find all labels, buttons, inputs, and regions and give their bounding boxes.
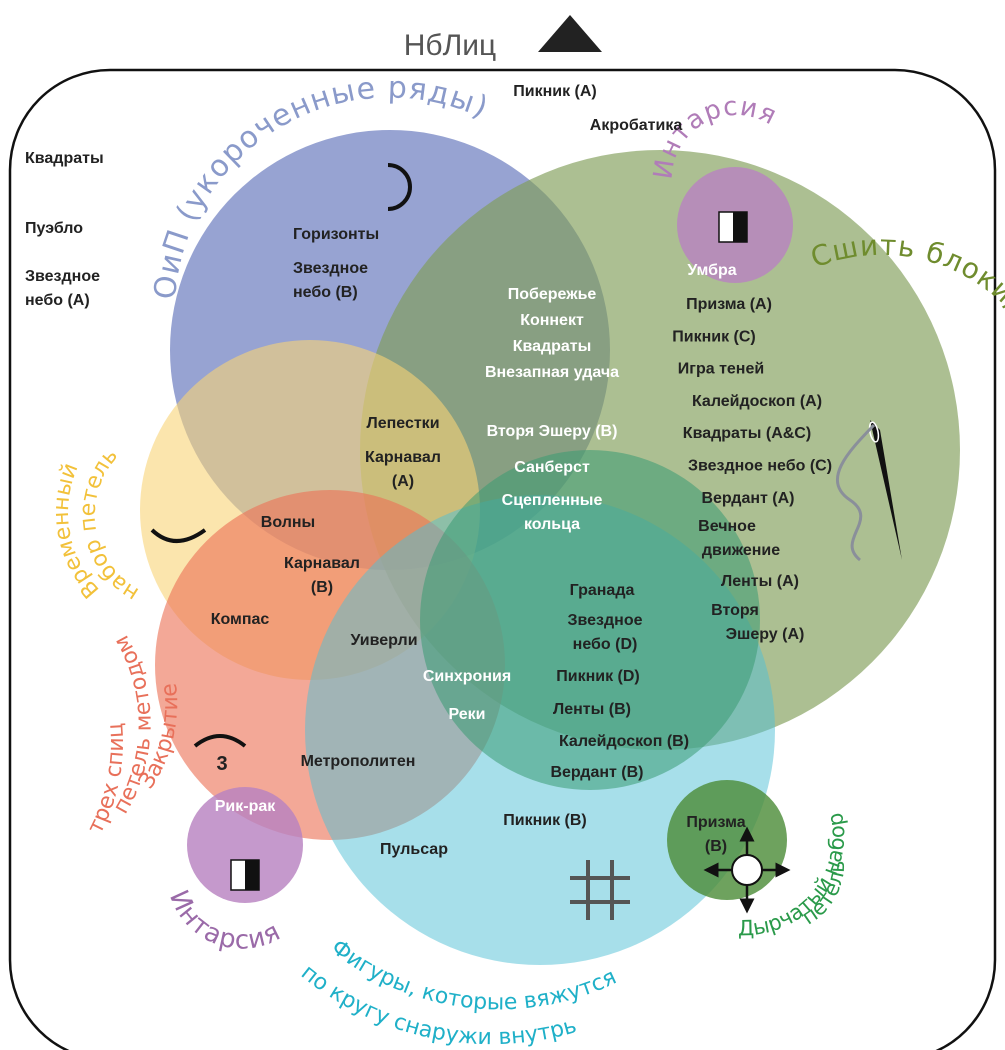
label-vtorya-a-1: Вторя <box>711 602 759 619</box>
label-rikrak: Рик-рак <box>215 798 277 815</box>
label-sanberst: Санберст <box>514 459 590 476</box>
green-list-item: Квадраты (A&C) <box>683 425 811 442</box>
label-verdant-b: Вердант (B) <box>550 764 643 781</box>
label-piknik-a: Пикник (A) <box>513 83 597 100</box>
label-lenty-a: Ленты (A) <box>721 573 799 590</box>
label-prizma-b-1: Призма <box>686 814 745 831</box>
label-karnaval-b-2: (B) <box>311 579 333 596</box>
label-metropoliten: Метрополитен <box>301 753 416 770</box>
label-kaleidoskop-b: Калейдоскоп (B) <box>559 733 689 750</box>
label-reki: Реки <box>448 706 485 723</box>
triangle-icon <box>538 15 602 52</box>
category-bindoff-3: трех спиц <box>83 722 129 838</box>
label-karnaval-a-2: (A) <box>392 473 414 490</box>
label-sceplennye-1: Сцепленные <box>502 492 603 509</box>
label-volny: Волны <box>261 514 315 531</box>
label-vechnoe-2: движение <box>702 542 780 559</box>
outer-frame <box>8 68 997 1050</box>
four-way-arrows-icon <box>703 826 791 914</box>
label-vtorya-a-2: Эшеру (A) <box>726 626 805 643</box>
label-karnaval-b-1: Карнавал <box>284 555 360 572</box>
green-item-list: Призма (A) Пикник (C) Игра тенейКалейдоско… <box>672 296 832 507</box>
label-konnekt: Коннект <box>520 312 584 329</box>
green-list-item: Калейдоскоп (A) <box>692 393 822 410</box>
label-karnaval-a-1: Карнавал <box>365 449 441 466</box>
green-list-item: Призма (A) <box>686 296 772 313</box>
label-sceplennye-2: кольца <box>524 516 580 533</box>
label-zvezdnoe-b-1: Звездное <box>293 260 368 277</box>
short-rows-arc-icon <box>387 163 412 211</box>
svg-text:3: 3 <box>216 753 227 775</box>
label-poberezhe: Побережье <box>508 286 597 303</box>
three-needle-bindoff-icon: 3 <box>193 734 247 775</box>
category-provisional-2: набор петель <box>76 444 144 607</box>
label-sinhroniya: Синхрония <box>423 668 511 685</box>
intarsia-square-icon <box>230 859 260 891</box>
label-lepestki: Лепестки <box>366 415 439 432</box>
label-uiverli: Уиверли <box>350 632 417 649</box>
label-vechnoe-1: Вечное <box>698 518 756 535</box>
label-lenty-b: Ленты (B) <box>553 701 631 718</box>
green-list-item: Звездное небо (C) <box>688 458 832 475</box>
label-kvadraty-outside: Квадраты <box>25 150 104 167</box>
inner-green-circle <box>420 450 760 790</box>
label-horizonty: Горизонты <box>293 226 379 243</box>
label-umbra: Умбра <box>687 262 736 279</box>
provisional-cast-on-icon <box>150 528 207 543</box>
label-vtorya-b: Вторя Эшеру (B) <box>487 423 618 440</box>
intarsia-bottom-circle <box>187 787 303 903</box>
label-piknik-b: Пикник (B) <box>503 812 587 829</box>
page-title: НбЛиц <box>404 29 496 62</box>
green-list-item: Игра теней <box>678 361 764 378</box>
green-list-item: Пикник (C) <box>672 328 756 345</box>
label-zvezdnoe-a-1: Звездное <box>25 268 100 285</box>
sewing-needle-icon <box>836 420 902 562</box>
label-zvezdnoe-d-1: Звездное <box>568 612 643 629</box>
label-zvezdnoe-a-2: небо (A) <box>25 292 90 309</box>
green-list-item: Вердант (A) <box>701 490 794 507</box>
label-pueblo: Пуэбло <box>25 220 83 237</box>
label-pulsar: Пульсар <box>380 841 448 858</box>
label-prizma-b-2: (B) <box>705 838 727 855</box>
label-kompas: Компас <box>211 611 270 628</box>
label-akrobatika: Акробатика <box>590 117 683 134</box>
intarsia-square-icon <box>718 211 748 243</box>
label-kvadraty-inside: Квадраты <box>513 338 592 355</box>
label-granada: Гранада <box>570 582 635 599</box>
label-vnezapnaya: Внезапная удача <box>485 364 619 381</box>
hash-grid-icon <box>570 860 630 920</box>
label-piknik-d: Пикник (D) <box>556 668 640 685</box>
label-zvezdnoe-d-2: небо (D) <box>573 636 638 653</box>
label-zvezdnoe-b-2: небо (B) <box>293 284 358 301</box>
